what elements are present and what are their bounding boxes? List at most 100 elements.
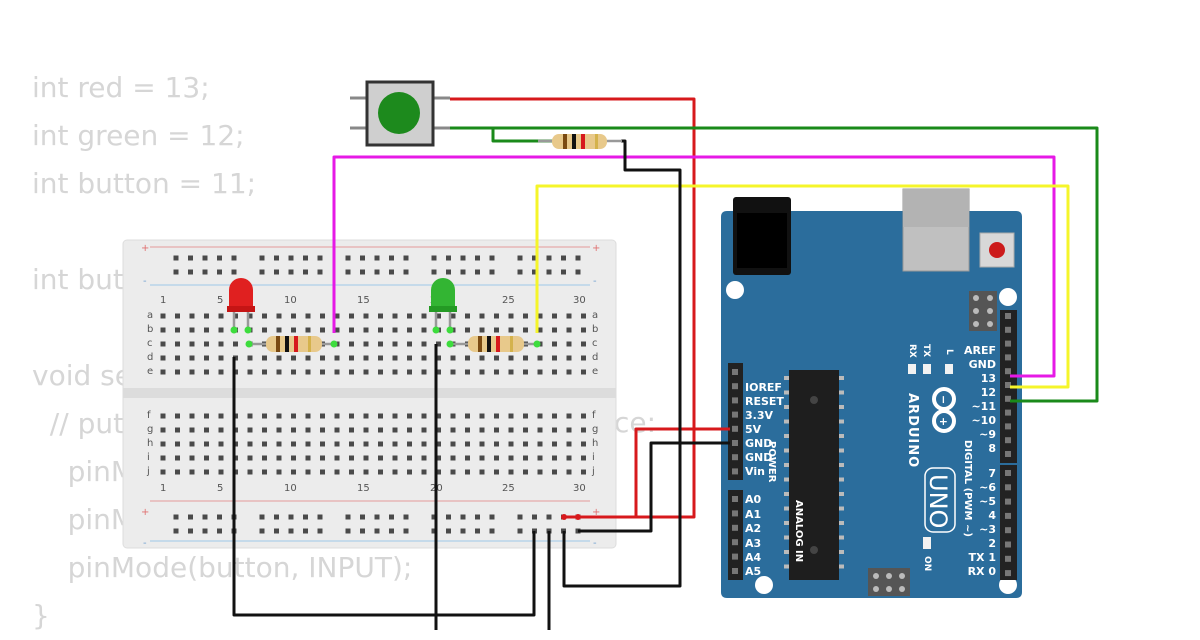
pin-label-gnd: GND bbox=[745, 437, 772, 450]
breadboard-hole bbox=[407, 341, 412, 347]
chip-leg bbox=[784, 521, 789, 525]
breadboard-hole bbox=[276, 441, 282, 447]
breadboard-hole bbox=[508, 355, 514, 361]
wires bbox=[232, 97, 1099, 630]
rail-hole bbox=[546, 514, 552, 520]
breadboard-hole bbox=[523, 469, 528, 475]
breadboard-hole bbox=[262, 355, 267, 361]
breadboard-hole bbox=[189, 327, 195, 333]
breadboard-hole bbox=[189, 369, 195, 375]
wire-led1-gnd[interactable] bbox=[232, 357, 536, 617]
breadboard-hole bbox=[494, 469, 499, 475]
breadboard-hole bbox=[479, 413, 485, 419]
breadboard-hole bbox=[465, 413, 470, 419]
pin-label-vin: Vin bbox=[745, 465, 765, 478]
rail-hole bbox=[389, 269, 394, 275]
pin-label-3: ~3 bbox=[979, 523, 996, 536]
header-pin bbox=[732, 369, 738, 375]
breadboard[interactable]: + + + + - - - - 1 5 10 15 20 25 30 1 5 1… bbox=[122, 239, 617, 549]
breadboard-hole bbox=[421, 341, 427, 347]
rail-hole bbox=[489, 255, 495, 261]
wire-5v-rail[interactable] bbox=[634, 427, 730, 517]
wire-pin11[interactable] bbox=[450, 126, 1099, 403]
rail-hole bbox=[217, 528, 222, 534]
breadboard-hole bbox=[349, 369, 354, 375]
wire-button-5v[interactable] bbox=[450, 97, 696, 519]
breadboard-hole bbox=[407, 369, 412, 375]
rail-hole bbox=[259, 269, 265, 275]
header-pin bbox=[1005, 555, 1011, 562]
breadboard-hole bbox=[334, 455, 340, 461]
rail-hole bbox=[288, 514, 294, 520]
rail-hole bbox=[403, 514, 409, 520]
rail-hole bbox=[202, 528, 208, 534]
breadboard-hole bbox=[537, 427, 543, 433]
breadboard-hole bbox=[189, 427, 195, 433]
breadboard-hole bbox=[363, 327, 369, 333]
button-cap[interactable] bbox=[378, 92, 420, 134]
code-line: int button = 11; bbox=[32, 167, 257, 200]
breadboard-hole bbox=[305, 355, 311, 361]
breadboard-hole bbox=[204, 327, 209, 333]
breadboard-hole bbox=[262, 327, 267, 333]
breadboard-hole bbox=[204, 427, 209, 433]
wire-gnd-rail[interactable] bbox=[578, 441, 730, 533]
pin-label-10: ~10 bbox=[971, 414, 996, 427]
pin-label-13: 13 bbox=[981, 372, 996, 385]
wire-button-resistor[interactable] bbox=[466, 126, 553, 143]
breadboard-hole bbox=[291, 369, 296, 375]
rail-hole bbox=[202, 269, 208, 275]
led-red[interactable] bbox=[227, 278, 255, 330]
rail-hole bbox=[288, 269, 294, 275]
breadboard-hole bbox=[479, 455, 485, 461]
wire-pin12[interactable] bbox=[535, 184, 1070, 389]
breadboard-hole bbox=[552, 341, 557, 347]
rail-hole bbox=[431, 514, 437, 520]
pin-label-gnd: GND bbox=[745, 451, 772, 464]
breadboard-hole bbox=[218, 341, 224, 347]
push-button[interactable] bbox=[350, 80, 450, 147]
breadboard-hole bbox=[349, 413, 354, 419]
pin-label-aref: AREF bbox=[964, 344, 996, 357]
breadboard-hole bbox=[407, 469, 412, 475]
arduino-uno-board[interactable]: IOREF RESET 3.3V 5V GND GND Vin A0 A1 A2… bbox=[721, 188, 1022, 598]
breadboard-hole bbox=[218, 427, 224, 433]
rail-hole bbox=[188, 269, 193, 275]
breadboard-hole bbox=[363, 469, 369, 475]
wire-pin13[interactable] bbox=[332, 155, 1056, 378]
breadboard-hole bbox=[508, 369, 514, 375]
resistor-top[interactable] bbox=[538, 134, 622, 149]
breadboard-hole bbox=[566, 341, 572, 347]
resistor-red-led[interactable] bbox=[249, 336, 334, 352]
rail-hole bbox=[217, 514, 222, 520]
power-section-label: POWER bbox=[766, 441, 777, 483]
breadboard-hole bbox=[581, 413, 586, 419]
breadboard-hole bbox=[581, 469, 586, 475]
breadboard-hole bbox=[537, 355, 543, 361]
breadboard-hole bbox=[479, 369, 485, 375]
header-pin bbox=[1005, 423, 1011, 430]
breadboard-hole bbox=[247, 469, 253, 475]
breadboard-hole bbox=[465, 469, 470, 475]
resistor-green-led[interactable] bbox=[450, 336, 537, 352]
rail-hole bbox=[274, 255, 279, 261]
breadboard-hole bbox=[479, 313, 485, 319]
breadboard-hole bbox=[552, 441, 557, 447]
reset-button-cap[interactable] bbox=[989, 242, 1005, 258]
led-green[interactable] bbox=[429, 278, 457, 330]
breadboard-hole bbox=[421, 355, 427, 361]
pin-label-12: 12 bbox=[981, 386, 996, 399]
breadboard-hole bbox=[436, 313, 441, 319]
wire-resistor-gnd[interactable] bbox=[562, 139, 682, 588]
header-pin bbox=[732, 539, 738, 546]
row-letter: g bbox=[147, 424, 153, 435]
breadboard-hole bbox=[392, 313, 398, 319]
row-letter: a bbox=[592, 310, 598, 321]
breadboard-hole bbox=[320, 327, 325, 333]
breadboard-hole bbox=[204, 369, 209, 375]
breadboard-hole bbox=[552, 413, 557, 419]
breadboard-hole bbox=[581, 427, 586, 433]
rail-hole bbox=[188, 514, 193, 520]
breadboard-hole bbox=[407, 413, 412, 419]
breadboard-hole bbox=[465, 313, 470, 319]
